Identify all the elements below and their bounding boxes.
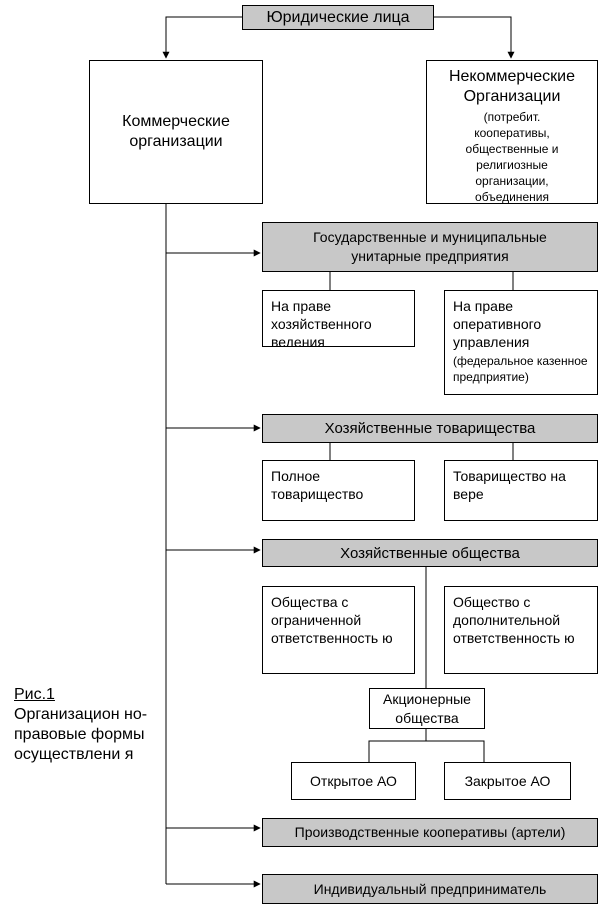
state-unitary-enterprises: Государственные и муниципальные унитарны…: [262, 222, 598, 272]
root-label: Юридические лица: [266, 8, 410, 26]
business-partnerships: Хозяйственные товарищества: [262, 414, 598, 443]
joint-stock-companies: Акционерные общества: [369, 688, 485, 729]
operational-note: (федеральное казенное предприятие): [453, 354, 588, 384]
noncommercial-organizations: Некоммерческие Организации (потребит. ко…: [426, 60, 598, 204]
general-partnership: Полное товарищество: [262, 460, 415, 521]
caption-text: Организацион но-правовые формы осуществл…: [14, 706, 148, 763]
production-cooperatives: Производственные кооперативы (артели): [262, 818, 598, 847]
companies-label: Хозяйственные общества: [340, 544, 520, 562]
limited-partnership: Товарищество на вере: [444, 460, 598, 521]
additional-liability-company: Общество с дополнительной ответственност…: [444, 586, 598, 674]
commercial-organizations: Коммерческие организации: [89, 60, 263, 204]
closed-jsc-label: Закрытое АО: [464, 772, 551, 789]
alc-label: Общество с дополнительной ответственност…: [453, 594, 575, 646]
economic-right-label: На праве хозяйственного ведения: [271, 298, 372, 347]
limited-liability-company: Общества с ограниченной ответственность …: [262, 586, 415, 674]
operational-management-right: На праве оперативного управления (федера…: [444, 290, 598, 395]
business-companies: Хозяйственные общества: [262, 539, 598, 567]
individual-entrepreneur: Индивидуальный предприниматель: [262, 874, 598, 904]
root-legal-entities: Юридические лица: [242, 5, 434, 30]
coops-label: Производственные кооперативы (артели): [294, 824, 566, 840]
noncommercial-title: Некоммерческие Организации: [448, 68, 576, 105]
general-partnership-label: Полное товарищество: [271, 468, 364, 502]
partnerships-label: Хозяйственные товарищества: [324, 420, 536, 437]
noncommercial-note: (потребит. кооперативы, общественные и р…: [465, 110, 559, 204]
open-jsc: Открытое АО: [291, 762, 416, 800]
jsc-label: Акционерные общества: [383, 690, 471, 726]
entrepreneur-label: Индивидуальный предприниматель: [313, 880, 547, 897]
llc-label: Общества с ограниченной ответственность …: [271, 594, 393, 646]
commercial-label: Коммерческие организации: [122, 113, 230, 150]
closed-jsc: Закрытое АО: [444, 762, 571, 800]
state-unitary-label: Государственные и муниципальные унитарны…: [313, 229, 547, 264]
economic-management-right: На праве хозяйственного ведения: [262, 290, 415, 347]
limited-partnership-label: Товарищество на вере: [453, 468, 566, 502]
operational-title: На праве оперативного управления: [453, 298, 542, 350]
figure-caption: Рис.1 Организацион но-правовые формы осу…: [14, 685, 149, 765]
caption-label: Рис.1: [14, 686, 55, 703]
open-jsc-label: Открытое АО: [310, 772, 397, 789]
